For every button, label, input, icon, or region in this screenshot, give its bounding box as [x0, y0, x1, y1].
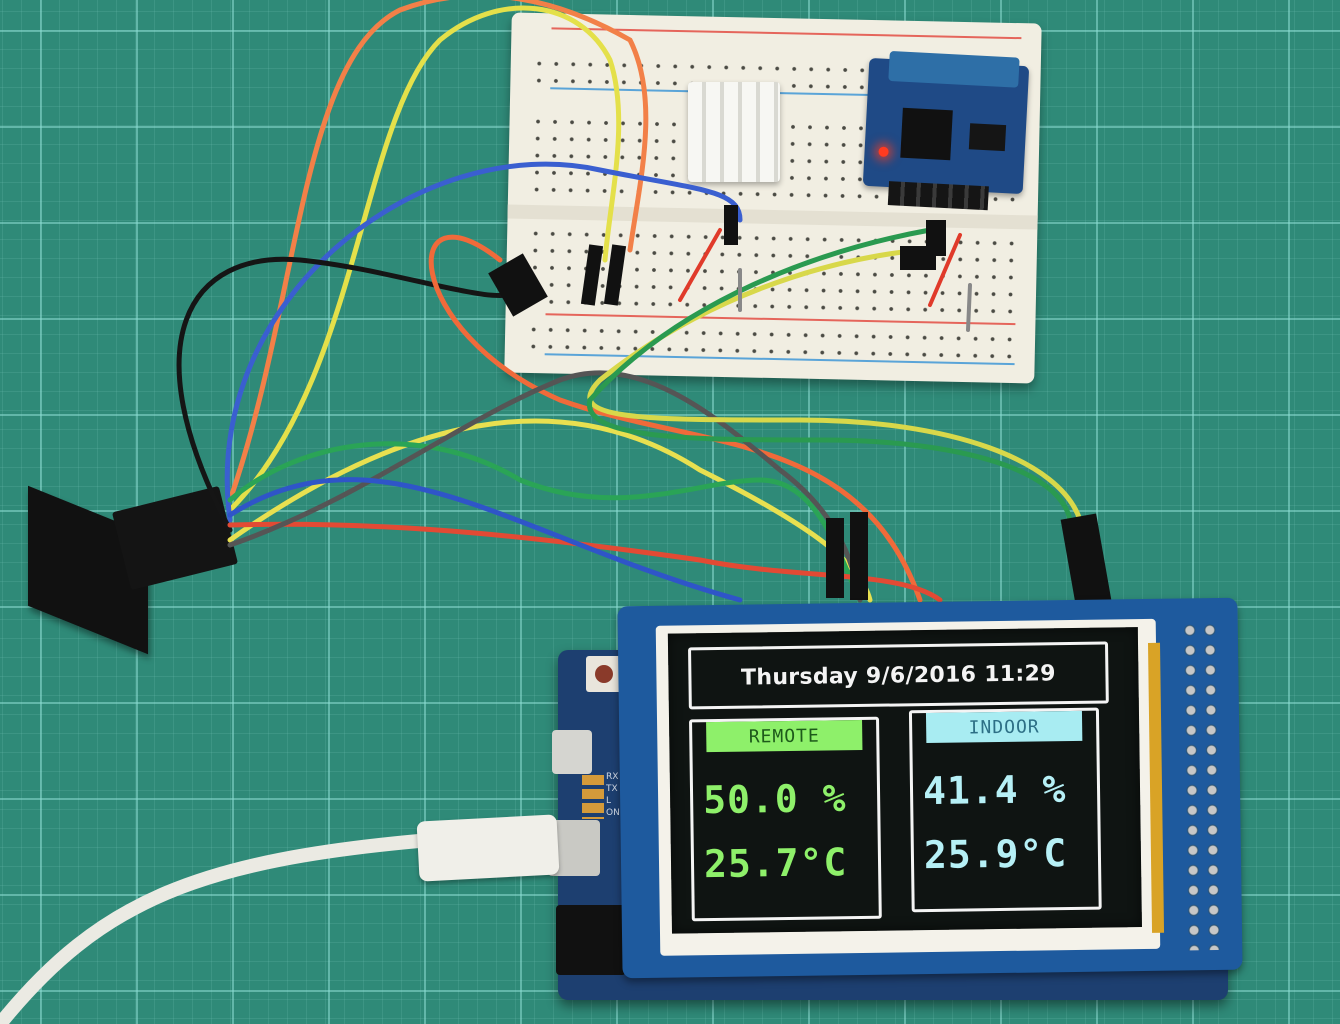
silkscreen-on: ON [606, 808, 620, 818]
blue-wire-2 [227, 477, 743, 603]
remote-temperature: 25.7°C [703, 840, 848, 887]
remote-humidity: 50.0 % [702, 776, 847, 823]
indoor-temperature: 25.9°C [923, 831, 1068, 878]
silkscreen-rx: RX [606, 772, 619, 782]
tft-shield: Thursday 9/6/2016 11:29 REMOTE 50.0 % 25… [617, 597, 1243, 979]
remote-panel: REMOTE 50.0 % 25.7°C [689, 716, 882, 922]
dc-power-jack [556, 905, 626, 975]
datetime-box: Thursday 9/6/2016 11:29 [688, 641, 1109, 710]
silkscreen-tx: TX [606, 784, 618, 794]
usb-cable-plug [416, 814, 560, 882]
red-jumper-2 [928, 233, 962, 307]
tft-screen[interactable]: Thursday 9/6/2016 11:29 REMOTE 50.0 % 25… [667, 627, 1142, 934]
remote-label: REMOTE [706, 719, 863, 753]
grey-wire-1 [227, 370, 863, 603]
reset-button-cap-icon [595, 665, 613, 683]
red-jumper-1 [678, 228, 722, 302]
yellow-wire-1 [227, 5, 622, 513]
tft-flex-cable [1147, 642, 1165, 933]
datetime-text: Thursday 9/6/2016 11:29 [740, 660, 1056, 691]
green-wire-1 [227, 441, 863, 603]
green-wire-2 [587, 227, 1073, 523]
reset-button[interactable] [586, 656, 622, 692]
blue-wire-1 [224, 161, 743, 523]
tft-bezel: Thursday 9/6/2016 11:29 REMOTE 50.0 % 25… [655, 618, 1165, 956]
orange-wire-1 [227, 0, 649, 503]
shield-header-pins [1179, 619, 1225, 951]
status-leds [582, 775, 604, 819]
silkscreen-l: L [606, 796, 612, 806]
yellow-wire-3 [587, 247, 1083, 523]
red-wire-1 [227, 521, 943, 603]
indoor-label: INDOOR [925, 710, 1083, 744]
orange-wire-2 [428, 234, 923, 603]
indoor-humidity: 41.4 % [922, 767, 1067, 814]
black-wire-1 [176, 256, 523, 533]
yellow-wire-2 [227, 418, 873, 603]
dht-humidity-sensor [688, 82, 780, 182]
grey-jumper-2 [966, 283, 972, 332]
indoor-panel: INDOOR 41.4 % 25.9°C [908, 707, 1102, 913]
micro-usb-port-top [552, 730, 592, 774]
